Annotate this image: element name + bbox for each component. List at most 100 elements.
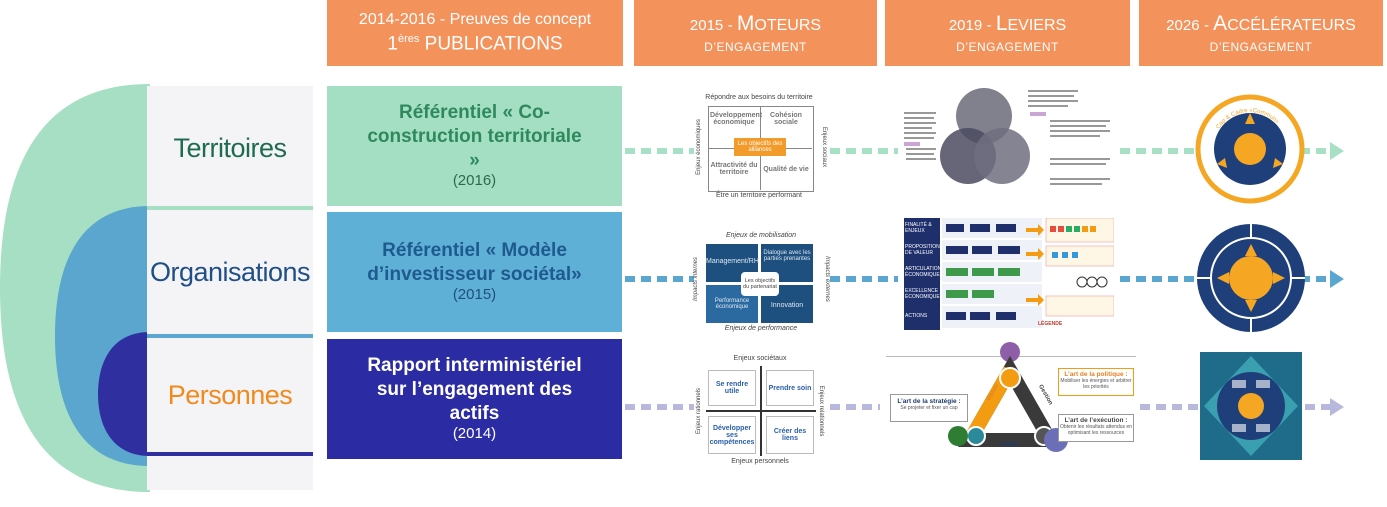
tt-right: Enjeux sociaux bbox=[821, 126, 827, 168]
lever-org-row-0: FINALITÉ & ENJEUX bbox=[905, 222, 932, 234]
panel-organisations bbox=[147, 210, 313, 334]
to-q1: Management/RH bbox=[706, 258, 759, 265]
arrow-organisations bbox=[1330, 270, 1344, 288]
to-right: Impacts externes bbox=[824, 256, 830, 302]
dash-territoires-1 bbox=[625, 148, 695, 154]
acc-territoires-wheel: Cap & Cadre «Commun» bbox=[1195, 94, 1305, 204]
thumb-moteurs-organisations: Enjeux de mobilisation Enjeux de perform… bbox=[693, 230, 830, 334]
header-moteurs-rest: OTEURS bbox=[754, 17, 822, 34]
header-moteurs: 2015 - MOTEURS D’ENGAGEMENT bbox=[634, 0, 877, 66]
box-organisations-title: Référentiel « Modèle d’investisseur soci… bbox=[367, 239, 582, 285]
box-territoires-title: Référentiel « Co-construction territoria… bbox=[367, 102, 582, 171]
lever-org-row-2: ARTICULATION ÉCONOMIQUE bbox=[905, 266, 942, 278]
to-center: Les objectifs du partenariat bbox=[741, 272, 779, 296]
header-acc-sub: D’ENGAGEMENT bbox=[1209, 40, 1313, 54]
dash-territoires-4 bbox=[1300, 148, 1330, 154]
dash-organisations-3 bbox=[1120, 276, 1198, 282]
dash-personnes-2 bbox=[830, 404, 880, 410]
lever-politics: L’art de la politique : Mobiliser les én… bbox=[1058, 368, 1134, 396]
row-label-personnes: Personnes bbox=[167, 379, 293, 410]
header-leviers-first: L bbox=[995, 12, 1008, 35]
header-leviers-title: 2019 - LEVIERS bbox=[948, 12, 1067, 35]
tp-bottom: Enjeux personnels bbox=[731, 458, 789, 465]
lever-strategy-title: L’art de la stratégie : bbox=[897, 398, 961, 405]
header-moteurs-first: M bbox=[736, 12, 755, 35]
tt-q1: Développement économique bbox=[710, 112, 763, 126]
tt-left: Enjeux économiques bbox=[696, 119, 702, 175]
tt-q3: Attractivité du territoire bbox=[710, 162, 758, 176]
header-preuves-line1: 2014-2016 - Preuves de concept bbox=[358, 10, 592, 28]
lever-execution: L’art de l’exécution : Obtenir les résul… bbox=[1058, 414, 1134, 442]
lever-strategy: L’art de la stratégie : Se projeter et f… bbox=[890, 394, 968, 422]
dash-organisations-2 bbox=[830, 276, 898, 282]
thumb-moteurs-territoires: Répondre aux besoins du territoire Être … bbox=[694, 92, 827, 204]
lever-org-row-1: PROPOSITION DE VALEUR bbox=[905, 244, 940, 256]
box-personnes-year: (2014) bbox=[452, 425, 497, 443]
header-publications: 1ères PUBLICATIONS bbox=[387, 33, 562, 55]
nested-arcs bbox=[0, 84, 313, 492]
header-pub-prefix: 1 bbox=[387, 33, 398, 55]
header-acc-rest: CCÉLÉRATEURS bbox=[1227, 17, 1356, 34]
divider-blue bbox=[147, 334, 313, 338]
header-moteurs-sub: D’ENGAGEMENT bbox=[704, 40, 807, 54]
header-leviers-rest: EVIERS bbox=[1007, 17, 1067, 34]
lever-strategy-text: Se projeter et fixer un cap bbox=[900, 405, 958, 411]
to-q4: Innovation bbox=[770, 302, 804, 309]
box-organisations: Référentiel « Modèle d’investisseur soci… bbox=[327, 212, 622, 332]
tt-center: Les objectifs des alliances bbox=[734, 138, 786, 156]
to-q3: Performance économique bbox=[714, 298, 750, 310]
lever-org-legend: LÉGENDE bbox=[1038, 321, 1063, 327]
lever-politics-title: L’art de la politique : bbox=[1064, 371, 1128, 378]
dash-personnes-1 bbox=[625, 404, 695, 410]
dash-territoires-2 bbox=[830, 148, 898, 154]
to-q2: Dialogue avec les parties prenantes bbox=[763, 250, 811, 262]
box-territoires: Référentiel « Co-construction territoria… bbox=[327, 86, 622, 206]
venn-diagram bbox=[904, 88, 1110, 185]
header-moteurs-year: 2015 bbox=[689, 17, 724, 34]
acc-organisations-wheel bbox=[1197, 224, 1305, 332]
header-leviers-year: 2019 bbox=[948, 17, 983, 34]
tp-q2: Prendre soin bbox=[766, 370, 814, 406]
dash-organisations-1 bbox=[625, 276, 695, 282]
lever-org-row-4: ACTIONS bbox=[905, 313, 928, 319]
tp-right: Enjeux relationnels bbox=[818, 385, 824, 437]
tp-q4: Créer des liens bbox=[766, 416, 814, 454]
divider-navy bbox=[147, 452, 313, 456]
row-label-territoires: Territoires bbox=[173, 132, 287, 163]
tp-top: Enjeux sociétaux bbox=[733, 355, 787, 362]
lever-execution-title: L’art de l’exécution : bbox=[1064, 417, 1128, 424]
header-acc-first: A bbox=[1213, 12, 1228, 35]
tp-q3: Développer ses compétences bbox=[708, 416, 756, 454]
arrow-territoires bbox=[1330, 142, 1344, 160]
header-preuves-concept: 2014-2016 - Preuves de concept 1ères PUB… bbox=[327, 0, 623, 66]
tt-top: Répondre aux besoins du territoire bbox=[705, 94, 813, 101]
tp-q1: Se rendre utile bbox=[708, 370, 756, 406]
lever-action-label: Action bbox=[1000, 442, 1019, 448]
to-top: Enjeux de mobilisation bbox=[725, 232, 797, 239]
header-moteurs-title: 2015 - MOTEURS bbox=[689, 12, 822, 35]
dash-personnes-3 bbox=[1140, 404, 1198, 410]
row-label-organisations: Organisations bbox=[149, 256, 311, 287]
divider-green bbox=[147, 206, 313, 210]
tt-bottom: Être un territoire performant bbox=[716, 192, 802, 199]
to-left: Impacts internes bbox=[693, 256, 699, 302]
panel-territoires bbox=[147, 86, 313, 206]
box-territoires-year: (2016) bbox=[452, 172, 497, 190]
header-leviers: 2019 - LEVIERS D’ENGAGEMENT bbox=[885, 0, 1130, 66]
lever-execution-text: Obtenir les résultats attendus en optimi… bbox=[1060, 424, 1132, 436]
dash-territoires-3 bbox=[1120, 148, 1198, 154]
header-pub-sup: ères bbox=[397, 32, 420, 45]
thumb-leviers-territoires bbox=[902, 86, 1118, 198]
arrow-personnes bbox=[1330, 398, 1344, 416]
box-personnes-title: Rapport interministériel sur l’engagemen… bbox=[367, 355, 582, 424]
acc-personnes-diamond bbox=[1200, 352, 1302, 460]
header-leviers-sub: D’ENGAGEMENT bbox=[956, 40, 1059, 54]
box-personnes: Rapport interministériel sur l’engagemen… bbox=[327, 339, 622, 459]
header-acc-title: 2026 - ACCÉLÉRATEURS bbox=[1166, 12, 1356, 35]
panel-bottom bbox=[147, 456, 313, 490]
thumb-leviers-organisations: FINALITÉ & ENJEUX PROPOSITION DE VALEUR … bbox=[902, 216, 1114, 332]
arc-personnes bbox=[98, 332, 150, 456]
tt-q2: Cohésion sociale bbox=[770, 112, 802, 126]
header-acc-year: 2026 bbox=[1166, 17, 1200, 34]
to-bottom: Enjeux de performance bbox=[724, 325, 798, 332]
